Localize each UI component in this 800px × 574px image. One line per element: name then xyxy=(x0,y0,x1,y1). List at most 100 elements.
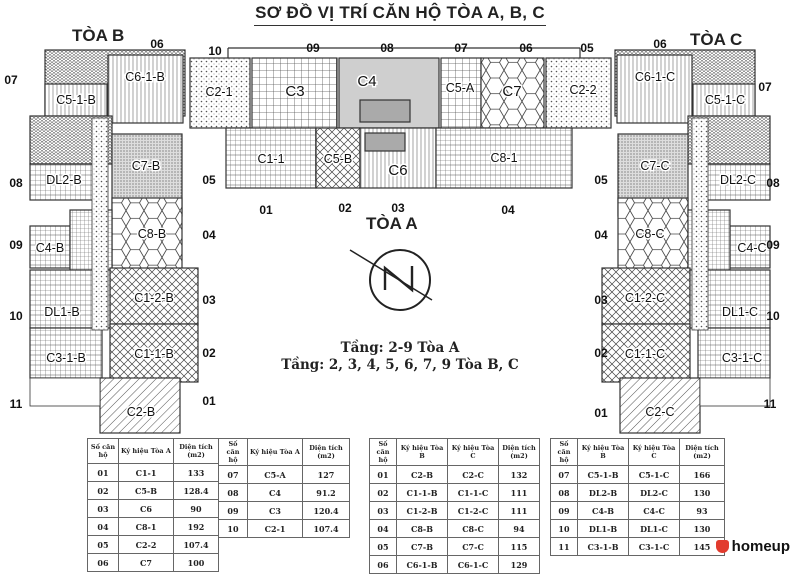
cell-unit-no: 10 xyxy=(550,519,578,538)
cell-unit-code: C1-1 xyxy=(118,463,174,482)
cell-unit-code: C1-1-B xyxy=(396,483,448,502)
tower-a xyxy=(189,47,612,189)
unit-label-c8-b: C8-B xyxy=(138,227,166,241)
unit-c1-1-b xyxy=(109,323,199,383)
unit-label-c4: C4 xyxy=(357,73,376,90)
position-number: 03 xyxy=(594,293,608,307)
cell-unit-code: C4-C xyxy=(628,501,680,520)
position-number: 10 xyxy=(9,309,23,323)
position-number: 02 xyxy=(338,201,352,215)
cell-unit-code: C1-1-C xyxy=(447,483,499,502)
title-underline xyxy=(254,25,546,26)
position-number: 10 xyxy=(208,44,222,58)
cell-area: 120.4 xyxy=(302,501,350,520)
unit-c8-b xyxy=(111,197,183,271)
corridor-c xyxy=(691,117,709,331)
position-number: 09 xyxy=(306,41,320,55)
cell-area: 111 xyxy=(498,501,540,520)
corridor-b xyxy=(91,117,109,331)
cell-unit-code: C4-B xyxy=(577,501,629,520)
unit-label-c1-1-b: C1-1-B xyxy=(134,347,174,361)
header-code-a: Ký hiệu Tòa A xyxy=(118,438,174,464)
cell-unit-code: C7-C xyxy=(447,537,499,556)
cell-area: 91.2 xyxy=(302,483,350,502)
unit-c1-2-b xyxy=(109,267,199,325)
unit-label-c6-1-b: C6-1-B xyxy=(125,70,165,84)
unit-label-c6: C6 xyxy=(388,162,407,179)
position-number: 07 xyxy=(758,80,772,94)
position-number: 01 xyxy=(259,203,273,217)
cell-area: 107.4 xyxy=(302,519,350,538)
unit-label-c5-a: C5-A xyxy=(446,81,475,95)
unit-dl2-c xyxy=(697,163,771,201)
unit-c1-1-c xyxy=(601,323,691,383)
cell-area: 128.4 xyxy=(173,481,219,500)
position-number: 11 xyxy=(764,397,777,411)
cell-unit-no: 03 xyxy=(87,499,119,518)
cell-unit-no: 07 xyxy=(218,465,248,484)
cell-unit-code: C5-1-B xyxy=(577,465,629,484)
cell-unit-code: C8-B xyxy=(396,519,448,538)
unit-label-c8-c: C8-C xyxy=(635,227,664,241)
cell-area: 130 xyxy=(679,519,725,538)
cell-area: 132 xyxy=(498,465,540,484)
position-number: 08 xyxy=(380,41,394,55)
unit-label-dl1-c: DL1-C xyxy=(722,305,758,319)
position-number: 01 xyxy=(594,406,608,420)
position-number: 10 xyxy=(766,309,780,323)
homeup-logo[interactable]: homeup xyxy=(715,538,790,555)
position-number: 06 xyxy=(150,37,164,51)
unit-label-c3-1-c: C3-1-C xyxy=(722,351,762,365)
unit-c5-1-b xyxy=(44,83,108,117)
unit-label-c1-2-c: C1-2-C xyxy=(625,291,665,305)
position-number: 05 xyxy=(580,41,594,55)
unit-label-c1-1: C1-1 xyxy=(257,152,284,166)
north-compass-icon xyxy=(349,249,433,311)
position-number: 08 xyxy=(9,176,23,190)
unit-label-c1-1-c: C1-1-C xyxy=(625,347,665,361)
position-number: 03 xyxy=(202,293,216,307)
header-code-a: Ký hiệu Tòa A xyxy=(247,438,303,466)
position-number: 06 xyxy=(653,37,667,51)
cell-unit-no: 08 xyxy=(218,483,248,502)
unit-label-c3-1-b: C3-1-B xyxy=(46,351,86,365)
tower-b-label: TÒA B xyxy=(72,26,125,45)
cell-unit-no: 01 xyxy=(87,463,119,482)
cell-unit-code: C5-1-C xyxy=(628,465,680,484)
tower-c-label: TÒA C xyxy=(690,30,743,49)
position-number: 09 xyxy=(766,238,780,252)
table-tower-bc-2: Số căn hộ Ký hiệu Tòa B Ký hiệu Tòa C Di… xyxy=(550,438,725,556)
unit-label-dl1-b: DL1-B xyxy=(44,305,79,319)
cell-area: 115 xyxy=(498,537,540,556)
unit-c5-b xyxy=(315,127,361,189)
position-number: 06 xyxy=(519,41,533,55)
header-code-c: Ký hiệu Tòa C xyxy=(628,438,680,466)
cell-unit-code: C8-C xyxy=(447,519,499,538)
unit-label-c6-1-c: C6-1-C xyxy=(635,70,675,84)
floor-note-a: Tầng: 2-9 Tòa A xyxy=(340,340,460,356)
unit-label-dl2-c: DL2-C xyxy=(720,173,756,187)
unit-c3-1-c xyxy=(697,327,771,379)
unit-label-c5-b: C5-B xyxy=(324,152,352,166)
cell-area: 166 xyxy=(679,465,725,484)
unit-label-c5-1-b: C5-1-B xyxy=(56,93,96,107)
unit-label-c2-b: C2-B xyxy=(127,405,155,419)
cell-unit-no: 02 xyxy=(87,481,119,500)
cell-unit-no: 11 xyxy=(550,537,578,556)
cell-area: 100 xyxy=(173,553,219,572)
cell-unit-code: C2-C xyxy=(447,465,499,484)
page-title: SƠ ĐỒ VỊ TRÍ CĂN HỘ TÒA A, B, C xyxy=(255,3,545,22)
header-no: Số căn hộ xyxy=(369,438,397,466)
position-number: 04 xyxy=(594,228,608,242)
header-no: Số căn hộ xyxy=(550,438,578,466)
header-no: Số căn hộ xyxy=(87,438,119,464)
